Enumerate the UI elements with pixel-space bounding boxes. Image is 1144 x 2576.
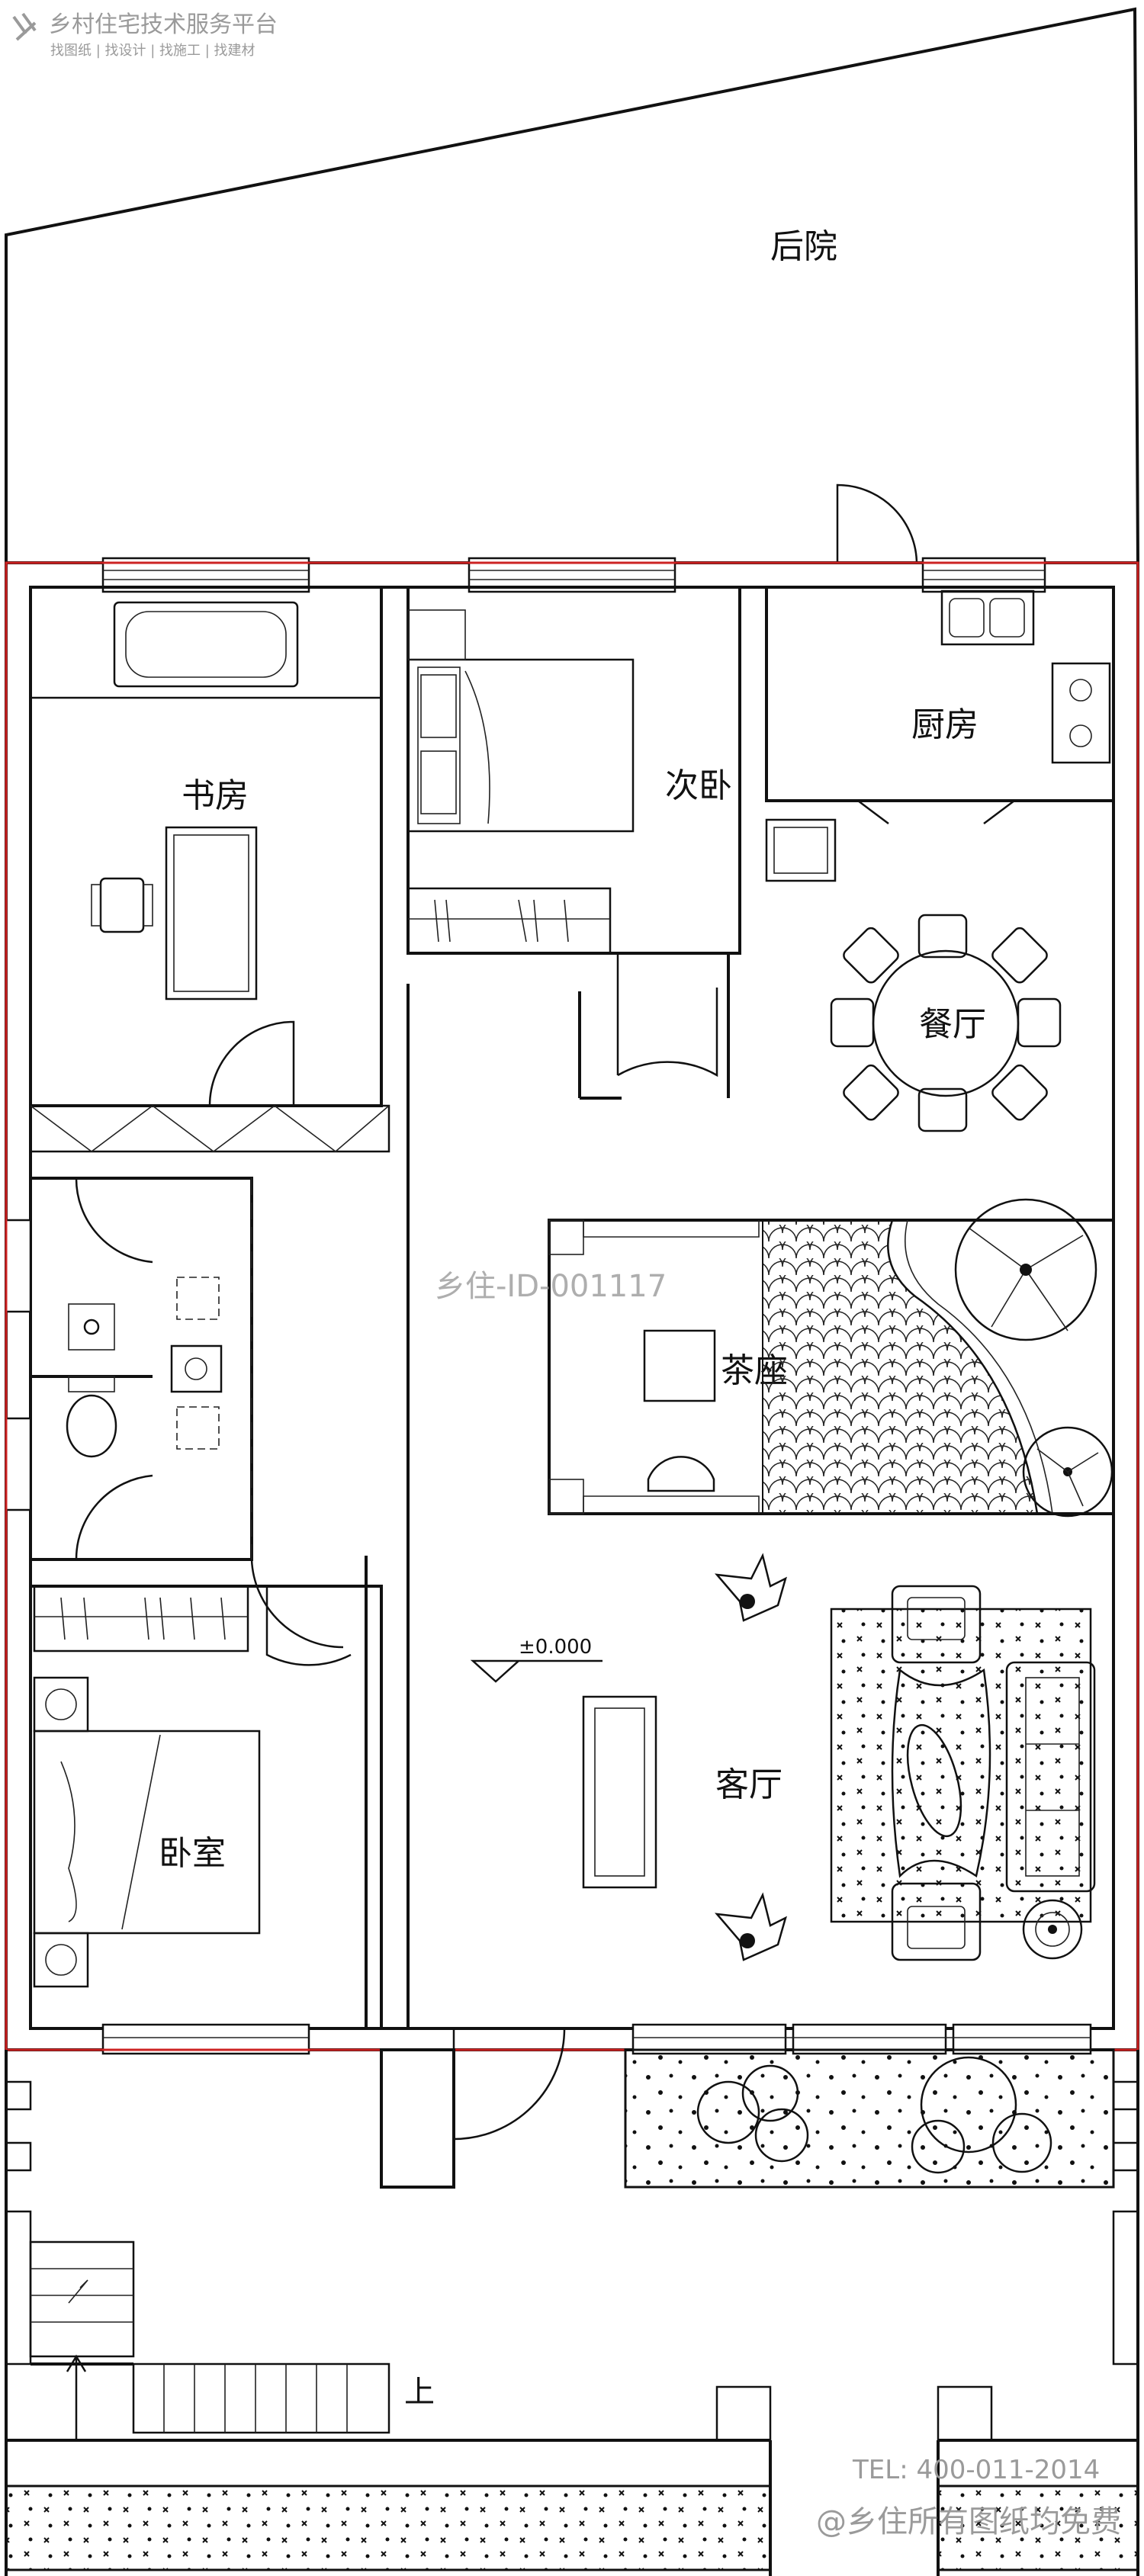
room-label-study: 书房 (182, 776, 249, 815)
stairs: 上 (6, 2240, 1138, 2576)
nightstand-icon (33, 1676, 89, 1733)
bottom-planter (5, 2484, 772, 2571)
building-boundary (5, 561, 1139, 2051)
elevation-text: ±0.000 (519, 1636, 592, 1659)
tea-table-icon (643, 1329, 716, 1402)
top-windows (101, 483, 1046, 593)
bathtub-icon (113, 601, 299, 688)
tea-chair-icon (647, 1456, 715, 1492)
office-chair-icon (99, 877, 145, 933)
washbasin-icon (170, 1344, 223, 1393)
elevation-marker-icon (470, 1659, 603, 1683)
shower-drain-icon (83, 1319, 100, 1335)
shrub-icon (696, 2056, 1052, 2174)
kitchen-double-door (857, 800, 1015, 824)
tree-icon (954, 1198, 1097, 1341)
logo-mark-icon (12, 12, 37, 41)
sink-icon (940, 589, 1035, 646)
kitchen: 厨房 (765, 586, 1115, 882)
potted-plant-icon (714, 1553, 787, 1622)
armchair-icon (891, 1882, 982, 1961)
living-room: 客厅 ±0.000 (250, 984, 1096, 2028)
bed-main-icon (33, 1730, 261, 1935)
armchair-icon (891, 1585, 982, 1664)
backyard: 后院 (5, 7, 1139, 564)
room-label-living: 客厅 (715, 1765, 782, 1804)
bedroom-door-swing (265, 1586, 352, 1666)
tea-area: 茶座 (548, 1198, 1115, 1518)
study-door-swing (208, 1020, 295, 1107)
room-label-backyard: 后院 (770, 227, 837, 266)
wardrobe-second (407, 887, 612, 955)
fridge-icon (765, 818, 837, 882)
bottom-planter-right (937, 2484, 1139, 2571)
front-garden-bed (624, 2048, 1115, 2189)
coffee-table-icon (891, 1668, 991, 1878)
front-porch (5, 2028, 1139, 2576)
desk-icon (165, 826, 258, 1001)
back-door-swing (836, 483, 918, 565)
room-label-bedroom: 卧室 (159, 1834, 226, 1873)
toilet-icon (66, 1394, 117, 1458)
tv-cabinet-icon (582, 1695, 657, 1889)
rug-icon (830, 1608, 1092, 1923)
main-bedroom: 卧室 (29, 1585, 383, 2030)
shrub-icon (1022, 1426, 1113, 1518)
room-label-dining: 餐厅 (919, 1005, 986, 1044)
brand-line: 乡村住宅技术服务平台 (49, 11, 278, 38)
floor-lamp-icon (1022, 1899, 1083, 1960)
study-room: 书房 (29, 586, 390, 1153)
stove-icon (1051, 662, 1111, 764)
brand-sub: 找图纸 | 找设计 | 找施工 | 找建材 (50, 43, 255, 59)
second-bedroom: 次卧 (407, 586, 741, 1100)
gravel-pattern (762, 1219, 1039, 1514)
potted-plant-icon (714, 1892, 787, 1961)
dining-room: 餐厅 (830, 914, 1062, 1132)
wardrobe-main (33, 1585, 249, 1653)
watermark-id: 乡住-ID-001117 (435, 1269, 667, 1304)
closet-study (29, 1104, 390, 1153)
stairs-up-label: 上 (404, 2375, 435, 2410)
room-label-kitchen: 厨房 (911, 705, 979, 744)
entry-door-swing (452, 2028, 566, 2150)
second-bedroom-door-swing (616, 953, 718, 1078)
sofa-icon (1005, 1661, 1096, 1893)
watermark-tel: TEL: 400-011-2014 (852, 2455, 1100, 2485)
dining-chairs-icon (830, 914, 1062, 1132)
brand-logo: 乡村住宅技术服务平台 找图纸 | 找设计 | 找施工 | 找建材 (12, 11, 278, 59)
room-label-second-bedroom: 次卧 (665, 766, 732, 805)
stairs-arrow-icon (66, 2354, 87, 2440)
bathroom (5, 1177, 253, 1561)
bed-second-icon (407, 658, 635, 833)
watermark-copyright: @乡住所有图纸均免费 (816, 2504, 1121, 2539)
